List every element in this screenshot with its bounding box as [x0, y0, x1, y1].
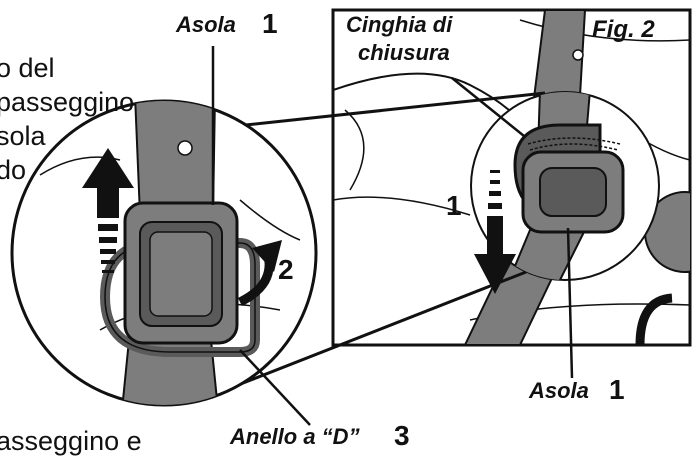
d-ring-label: Anello a “D” [230, 424, 360, 449]
magnified-circle [10, 99, 318, 407]
rotate-arrow-icon [237, 240, 282, 307]
instruction-line-3: sola [0, 121, 46, 151]
zoom-connector-bottom [237, 270, 527, 387]
bottom-slot-label: Asola [529, 378, 589, 403]
instruction-line-5: asseggino e [0, 426, 142, 456]
strap-label-line-2: chiusura [358, 40, 450, 65]
up-arrow-icon [82, 148, 134, 273]
zoom-step-number: 2 [278, 254, 294, 285]
figure-label: Fig. 2 [592, 16, 655, 43]
top-slot-label: Asola [176, 12, 236, 37]
leader-strap [451, 77, 525, 137]
strap-label-line-1: Cinghia di [346, 12, 453, 37]
instruction-line-4: do [0, 155, 27, 185]
down-arrow-icon [474, 170, 516, 294]
inset-step-number: 1 [446, 190, 462, 221]
leader-d-ring [239, 349, 311, 426]
instruction-line-2: passeggino [0, 87, 135, 117]
instruction-line-1: o del [0, 53, 55, 83]
top-slot-number: 1 [262, 8, 278, 39]
inset-zoom-circle [470, 91, 660, 294]
d-ring-number: 3 [394, 420, 410, 451]
bottom-slot-number: 1 [609, 374, 625, 405]
leader-bottom-slot [566, 227, 574, 379]
